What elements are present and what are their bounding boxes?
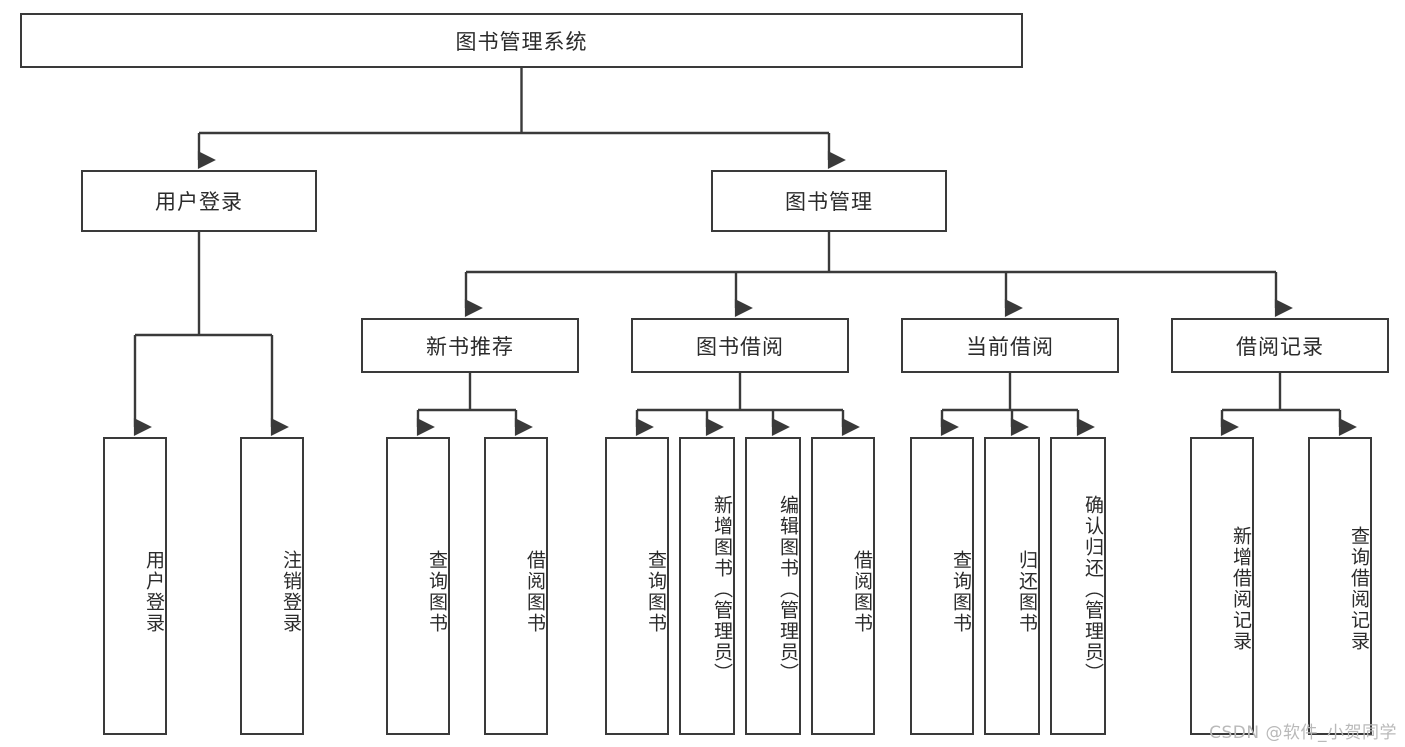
node-new-book-rec-label: 新书推荐	[426, 334, 514, 359]
node-book-borrow-label: 图书借阅	[696, 334, 784, 359]
node-leaf-logout-label: 注销登录	[280, 550, 302, 634]
node-root-label: 图书管理系统	[455, 29, 588, 54]
node-leaf-return-book-label: 归还图书	[1016, 550, 1038, 634]
node-user-login-label: 用户登录	[155, 190, 243, 214]
node-leaf-user-login-label: 用户登录	[143, 550, 165, 634]
node-current-borrow[interactable]: 当前借阅	[901, 318, 1119, 373]
node-leaf-user-login[interactable]: 用户登录	[103, 437, 167, 735]
node-book-manage[interactable]: 图书管理	[711, 170, 947, 232]
node-leaf-confirm-return-label: 确认归还（管理员）	[1082, 494, 1104, 684]
node-root[interactable]: 图书管理系统	[20, 13, 1023, 68]
node-user-login[interactable]: 用户登录	[81, 170, 317, 232]
node-leaf-logout[interactable]: 注销登录	[240, 437, 304, 735]
node-leaf-borrow-book-1-label: 借阅图书	[524, 550, 546, 634]
node-leaf-add-book-label: 新增图书（管理员）	[711, 494, 733, 684]
node-leaf-query-record[interactable]: 查询借阅记录	[1308, 437, 1372, 735]
node-new-book-rec[interactable]: 新书推荐	[361, 318, 579, 373]
node-leaf-query-book-1-label: 查询图书	[426, 550, 448, 634]
node-leaf-query-book-2-label: 查询图书	[645, 550, 667, 634]
node-leaf-query-book-3[interactable]: 查询图书	[910, 437, 974, 735]
node-borrow-record[interactable]: 借阅记录	[1171, 318, 1389, 373]
node-book-manage-label: 图书管理	[785, 190, 873, 214]
node-leaf-borrow-book-2-label: 借阅图书	[851, 550, 873, 634]
node-leaf-query-book-3-label: 查询图书	[950, 550, 972, 634]
node-leaf-query-book-2[interactable]: 查询图书	[605, 437, 669, 735]
node-leaf-borrow-book-2[interactable]: 借阅图书	[811, 437, 875, 735]
node-current-borrow-label: 当前借阅	[966, 334, 1054, 359]
node-leaf-edit-book[interactable]: 编辑图书（管理员）	[745, 437, 801, 735]
node-borrow-record-label: 借阅记录	[1236, 334, 1324, 359]
node-leaf-confirm-return[interactable]: 确认归还（管理员）	[1050, 437, 1106, 735]
node-leaf-add-book[interactable]: 新增图书（管理员）	[679, 437, 735, 735]
node-leaf-add-record-label: 新增借阅记录	[1230, 526, 1252, 652]
watermark: CSDN @软件_小贺同学	[1209, 723, 1397, 743]
node-leaf-return-book[interactable]: 归还图书	[984, 437, 1040, 735]
node-leaf-query-record-label: 查询借阅记录	[1348, 526, 1370, 652]
node-leaf-add-record[interactable]: 新增借阅记录	[1190, 437, 1254, 735]
node-leaf-edit-book-label: 编辑图书（管理员）	[777, 494, 799, 684]
node-leaf-query-book-1[interactable]: 查询图书	[386, 437, 450, 735]
node-book-borrow[interactable]: 图书借阅	[631, 318, 849, 373]
node-leaf-borrow-book-1[interactable]: 借阅图书	[484, 437, 548, 735]
